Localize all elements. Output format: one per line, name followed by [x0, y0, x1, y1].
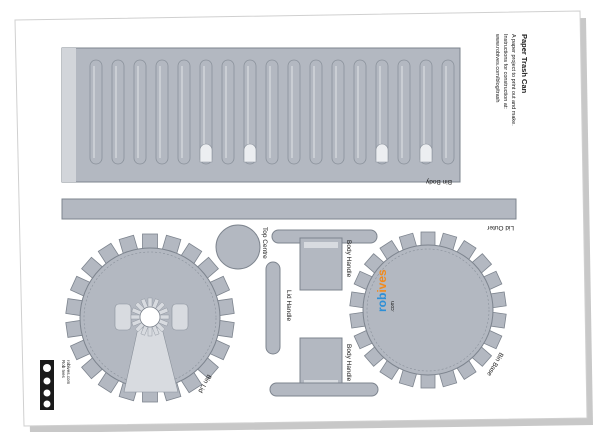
bin-body-flute — [89, 59, 103, 165]
bin-lid-ring-tab — [159, 314, 170, 320]
bin-lid-ring-tab — [147, 297, 153, 308]
cc-nc-icon — [43, 389, 51, 397]
bin-body-flute — [309, 59, 323, 165]
bin-body-flute — [441, 59, 455, 165]
logo-ives: ives — [375, 269, 389, 293]
lid-outer-strip — [61, 198, 517, 220]
bin-body-flute — [375, 59, 389, 165]
body-handle-bottom-part: Body Handle — [269, 337, 379, 397]
bin-body-flute — [419, 59, 433, 165]
license-text: Rob Ives robives.com — [61, 360, 71, 385]
bin-body-part: Bin Body — [61, 47, 461, 185]
bin-body-flute — [353, 59, 367, 165]
title-block: Paper Trash Can A paper project to print… — [494, 33, 529, 126]
license-line-1: Rob Ives — [61, 360, 66, 379]
bin-body-flute — [287, 59, 301, 165]
body-handle-bottom-label: Body Handle — [345, 344, 352, 382]
bin-lid-part: Bin Lid — [65, 233, 235, 403]
body-handle-top-label: Body Handle — [345, 240, 352, 278]
top-centre-label: Top Centre — [261, 227, 268, 259]
sheet-line-3: www.robives.com/blog/trash — [494, 33, 500, 102]
body-handle-bottom-strip — [269, 382, 379, 397]
cc-circle-icon — [43, 364, 51, 372]
robives-logo: robives .com — [375, 269, 396, 312]
top-centre-part: Top Centre — [215, 224, 268, 270]
bin-lid-handle-slot-right — [171, 303, 189, 331]
bin-body-flute — [397, 59, 411, 165]
bin-body-flute — [133, 59, 147, 165]
lid-outer-part: Lid Outer — [61, 198, 517, 231]
bin-body-hinge-tab — [375, 143, 389, 163]
bin-body-hinge-tab — [419, 143, 433, 163]
bin-body-flute — [221, 59, 235, 165]
license-block: Rob Ives robives.com — [40, 360, 71, 410]
bin-body-flute — [199, 59, 213, 165]
cc-by-icon — [43, 377, 51, 385]
bin-base-part: robives .com Bin Base — [349, 231, 507, 389]
bin-body-hinge-tab — [243, 143, 257, 163]
bin-body-flute — [331, 59, 345, 165]
bin-body-flute — [265, 59, 279, 165]
bin-lid-ring-tab — [130, 314, 141, 320]
logo-domain: .com — [390, 301, 396, 312]
body-handle-top-fold — [304, 242, 338, 248]
sheet-line-1: A paper project to print out and make. — [510, 34, 516, 126]
lid-outer-label: Lid Outer — [486, 224, 514, 231]
bin-body-flutes — [89, 59, 455, 165]
body-handle-top-part: Body Handle — [271, 229, 378, 291]
bin-lid-centre-ring — [130, 297, 170, 337]
bin-body-panel — [61, 47, 461, 183]
top-centre-disc — [215, 224, 261, 270]
bin-body-hinge-tab — [199, 143, 213, 163]
bin-lid-handle-slot-left — [114, 303, 132, 331]
lid-handle-strip — [265, 261, 281, 355]
lid-handle-part: Lid Handle — [265, 261, 292, 355]
logo-rob: rob — [375, 293, 389, 312]
bin-body-flute — [155, 59, 169, 165]
bin-body-label: Bin Body — [425, 178, 452, 185]
creative-commons-badge-icon — [40, 360, 54, 410]
cc-sa-icon — [43, 400, 51, 408]
lid-handle-label: Lid Handle — [285, 290, 292, 321]
bin-base-fold-line — [366, 248, 490, 372]
bin-lid-ring-tab — [147, 326, 153, 337]
sheet-line-2: Instructions for construction at: — [502, 34, 508, 109]
bin-body-glue-tab — [62, 48, 76, 182]
logo-text: robives — [375, 269, 389, 312]
license-line-2: robives.com — [66, 360, 71, 385]
sheet-title: Paper Trash Can — [520, 34, 529, 94]
bin-base-disc — [362, 244, 494, 376]
bin-lid-centre-hole — [139, 306, 161, 328]
bin-body-flute — [177, 59, 191, 165]
bin-lid-fold-line — [83, 251, 217, 385]
bin-body-flute — [243, 59, 257, 165]
bin-body-flute — [111, 59, 125, 165]
